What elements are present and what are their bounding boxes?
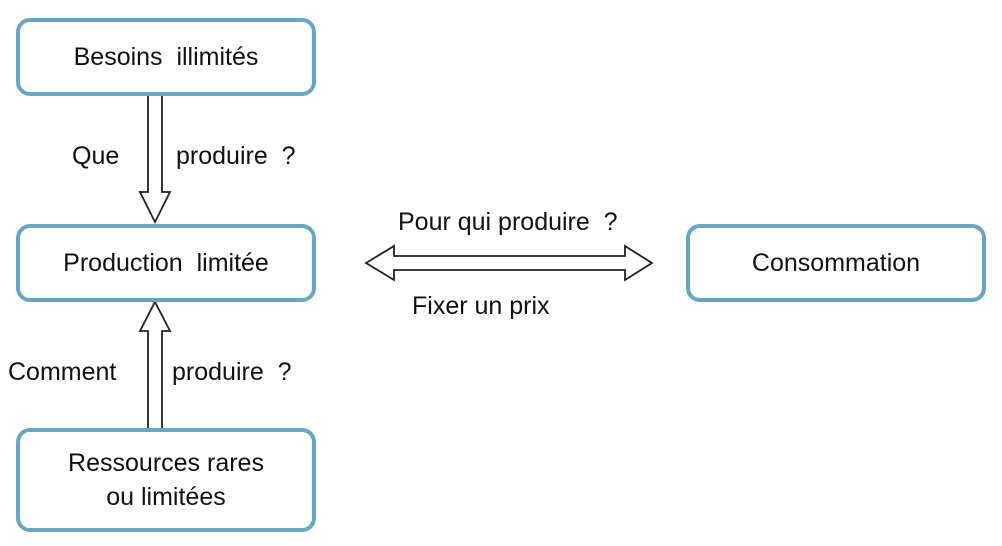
arrow-up-ressources-to-production bbox=[138, 300, 172, 428]
node-production-limitee: Production limitée bbox=[16, 224, 316, 302]
node-besoins-label: Besoins illimités bbox=[73, 43, 259, 71]
node-production-label: Production limitée bbox=[63, 249, 269, 277]
node-ressources-label-line1: Ressources rares bbox=[68, 449, 264, 477]
node-consommation: Consommation bbox=[686, 224, 986, 302]
node-besoins-illimites: Besoins illimités bbox=[16, 18, 316, 96]
node-ressources-rares: Ressources rares ou limitées bbox=[16, 428, 316, 532]
edge-label-produire-top: produire ? bbox=[176, 142, 296, 170]
node-ressources-label-line2: ou limitées bbox=[106, 483, 226, 511]
edge-label-fixer-un-prix: Fixer un prix bbox=[412, 292, 550, 320]
edge-label-comment: Comment bbox=[8, 358, 117, 386]
node-consommation-label: Consommation bbox=[751, 249, 921, 277]
arrow-down-besoins-to-production bbox=[138, 96, 172, 225]
double-arrow-production-consommation bbox=[364, 244, 654, 282]
edge-label-que: Que bbox=[72, 142, 120, 170]
edge-label-pour-qui-produire: Pour qui produire ? bbox=[398, 208, 618, 236]
edge-label-produire-bottom: produire ? bbox=[172, 358, 292, 386]
